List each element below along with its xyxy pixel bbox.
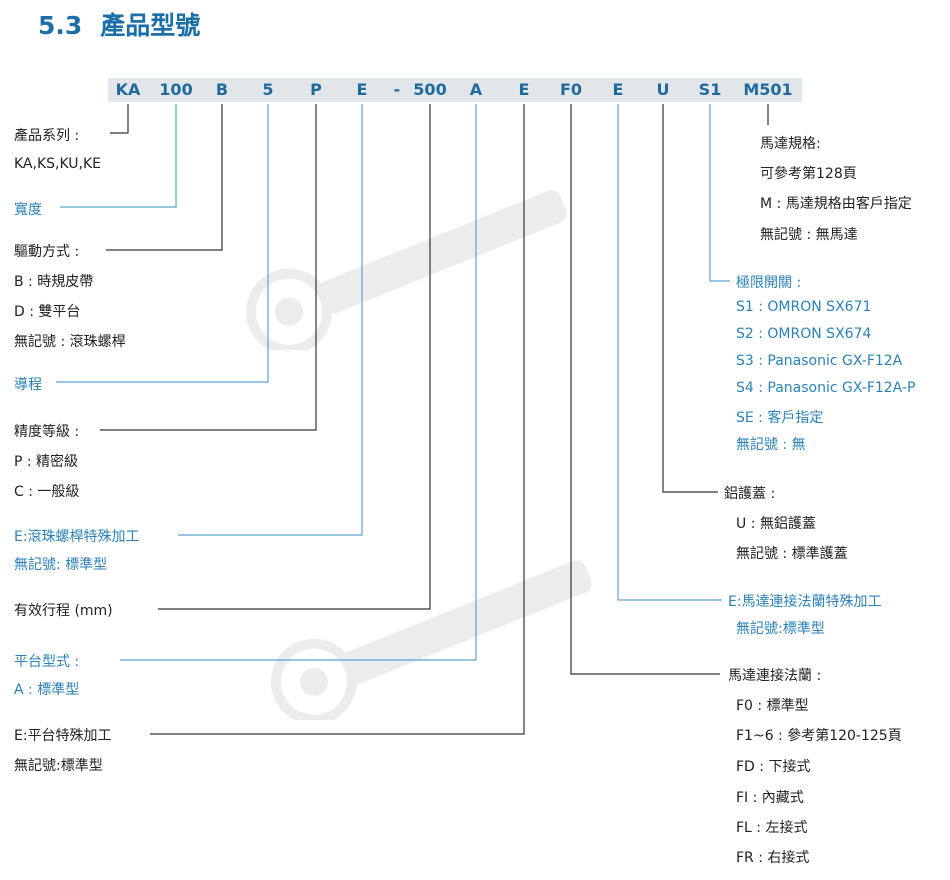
screw-special-label: E:滾珠螺桿特殊加工 <box>14 529 140 545</box>
code-stroke: 500 <box>413 80 447 99</box>
drive-option-b: B : 時規皮帶 <box>14 274 94 290</box>
flange-option-fl: FL : 左接式 <box>736 820 808 836</box>
code-motor: M501 <box>743 80 793 99</box>
code-platform: A <box>469 80 483 99</box>
drive-label: 驅動方式 : <box>14 244 80 260</box>
limit-switch-label: 極限開關 : <box>736 275 802 291</box>
drive-option-d: D : 雙平台 <box>14 304 81 320</box>
flange-option-fi: FI : 內藏式 <box>736 790 804 806</box>
stroke-label: 有效行程 (mm) <box>14 603 113 619</box>
precision-label: 精度等級 : <box>14 424 80 440</box>
precision-option-c: C : 一般級 <box>14 484 80 500</box>
cover-option-u: U : 無鋁護蓋 <box>736 516 816 532</box>
motor-ref: 可參考第128頁 <box>760 166 857 182</box>
series-values: KA,KS,KU,KE <box>14 156 102 172</box>
code-flange: F0 <box>559 80 583 99</box>
code-lead: 5 <box>262 80 274 99</box>
precision-option-p: P : 精密級 <box>14 454 79 470</box>
limit-option-s1: S1 : OMRON SX671 <box>736 299 872 315</box>
flange-special-none: 無記號:標準型 <box>736 621 825 637</box>
flange-label: 馬達連接法蘭 : <box>728 668 822 684</box>
limit-option-se: SE : 客戶指定 <box>736 410 824 426</box>
drive-option-none: 無記號 : 滾珠螺桿 <box>14 334 126 350</box>
flange-option-fr: FR : 右接式 <box>736 850 810 866</box>
cover-label: 鋁護蓋 : <box>724 486 776 502</box>
width-label: 寬度 <box>14 202 42 218</box>
flange-option-fd: FD : 下接式 <box>736 759 811 775</box>
code-screw-special: E <box>356 80 368 99</box>
limit-option-none: 無記號 : 無 <box>736 437 806 453</box>
flange-option-f0: F0 : 標準型 <box>736 698 809 714</box>
code-dash: - <box>393 80 401 99</box>
flange-special-label: E:馬達連接法蘭特殊加工 <box>728 594 882 610</box>
platform-label: 平台型式 : <box>14 654 80 670</box>
watermark-logo <box>270 560 592 720</box>
section-number: 5.3 <box>38 11 83 40</box>
code-drive: B <box>215 80 229 99</box>
limit-option-s4: S4 : Panasonic GX-F12A-P <box>736 380 916 396</box>
code-flange-special: E <box>612 80 624 99</box>
platform-special-none: 無記號:標準型 <box>14 758 103 774</box>
cover-option-none: 無記號 : 標準護蓋 <box>736 546 848 562</box>
model-code-bar <box>108 78 802 102</box>
limit-option-s2: S2 : OMRON SX674 <box>736 326 872 342</box>
code-cover: U <box>656 80 670 99</box>
flange-option-f16: F1~6 : 參考第120-125頁 <box>736 728 902 744</box>
motor-option-none: 無記號 : 無馬達 <box>760 227 858 243</box>
code-series: KA <box>115 80 141 99</box>
code-limit: S1 <box>698 80 722 99</box>
limit-option-s3: S3 : Panasonic GX-F12A <box>736 353 903 369</box>
code-platform-special: E <box>518 80 530 99</box>
motor-option-m: M : 馬達規格由客戶指定 <box>760 196 912 212</box>
code-width: 100 <box>159 80 193 99</box>
watermark-logo <box>245 190 567 350</box>
lead-label: 導程 <box>14 377 42 393</box>
motor-label: 馬達規格: <box>760 136 821 152</box>
page-title: 5.3 產品型號 <box>38 6 200 42</box>
platform-special-label: E:平台特殊加工 <box>14 728 112 744</box>
section-title: 產品型號 <box>100 11 201 40</box>
code-precision: P <box>310 80 322 99</box>
platform-option-a: A : 標準型 <box>14 682 80 698</box>
series-label: 產品系列 : <box>14 128 80 144</box>
screw-special-none: 無記號: 標準型 <box>14 557 108 573</box>
